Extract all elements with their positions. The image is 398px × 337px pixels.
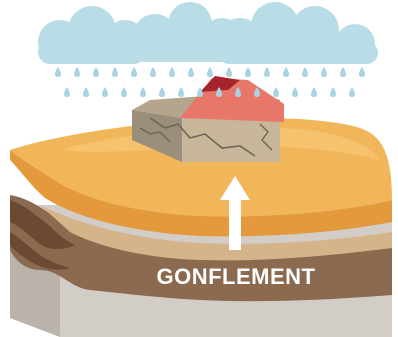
raindrop [321,67,327,77]
raindrop [178,87,184,97]
raindrop [112,67,118,77]
raindrop [283,67,289,77]
cloud-right [218,2,378,64]
raindrop [64,87,70,97]
raindrop [359,67,365,77]
raindrop [292,87,298,97]
raindrop [226,67,232,77]
house-icon [132,76,284,162]
raindrop [102,87,108,97]
raindrop [302,67,308,77]
raindrop [197,87,203,97]
cloud-left [38,6,146,64]
raindrop [74,67,80,77]
raindrop [150,67,156,77]
raindrop [169,67,175,77]
raindrop [264,67,270,77]
raindrop [273,87,279,97]
raindrop [159,87,165,97]
raindrop [55,67,61,77]
raindrop [340,67,346,77]
raindrop [311,87,317,97]
raindrop [245,67,251,77]
raindrop [121,87,127,97]
raindrop [207,67,213,77]
raindrop [93,67,99,77]
cloud-icon [38,2,378,64]
raindrop [140,87,146,97]
raindrop [131,67,137,77]
raindrop [83,87,89,97]
caption-label: GONFLEMENT [157,264,316,289]
raindrop [188,67,194,77]
raindrop [349,87,355,97]
raindrop [330,87,336,97]
